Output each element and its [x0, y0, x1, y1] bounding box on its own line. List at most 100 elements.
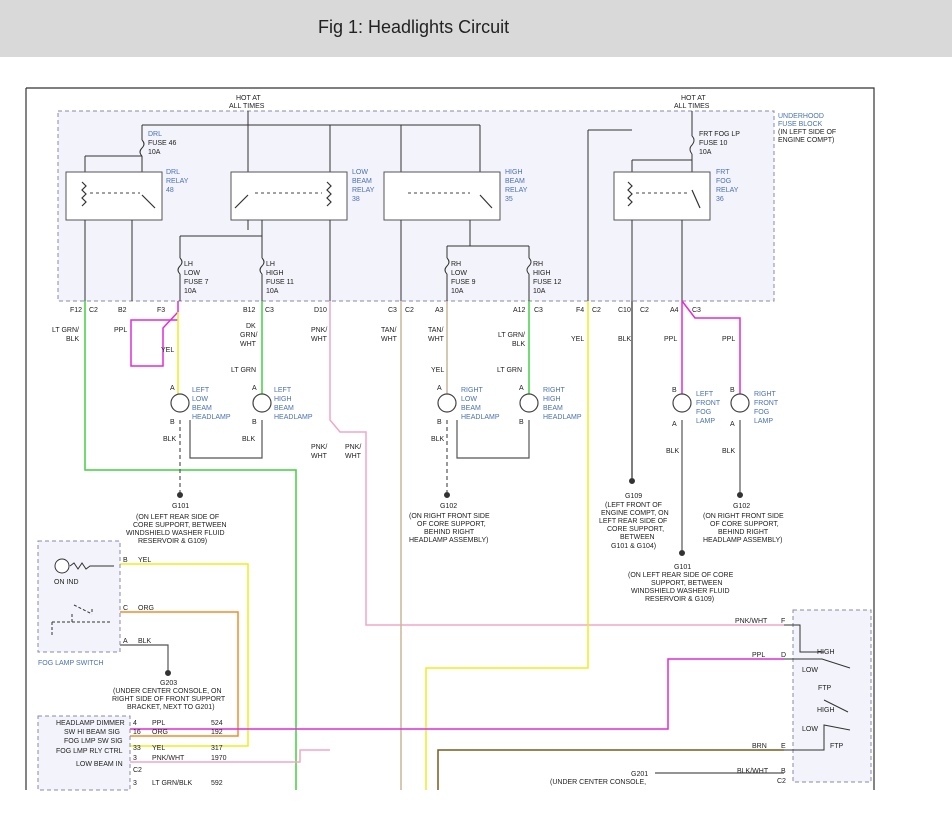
label-hot-right-2: ALL TIMES	[674, 103, 710, 110]
label-lamp-right-low-3: BEAM	[461, 405, 481, 412]
label-pa: A	[519, 385, 524, 392]
label-lh-high-fuse-1: LH	[266, 261, 275, 268]
label-w-pnk-mid-1: PNK/	[311, 444, 327, 451]
wire-yel-fog	[425, 301, 589, 790]
label-g101-a-3: CORE SUPPORT, BETWEEN	[133, 522, 227, 529]
fog-relay-coil	[627, 181, 633, 207]
label-pin-b2: B2	[118, 307, 127, 314]
label-rh-low-fuse-4: 10A	[451, 288, 464, 295]
label-bc-w3: YEL	[152, 745, 165, 752]
label-w-ltgrn-blk-1: LT GRN/	[52, 327, 79, 334]
label-g201-2: (UNDER CENTER CONSOLE,	[550, 779, 646, 786]
label-lamp-left-fog-3: FOG	[696, 409, 711, 416]
label-high-relay-1: HIGH	[505, 169, 523, 176]
ground-g102-right	[737, 492, 743, 498]
label-pb: B	[252, 419, 257, 426]
label-w-yel-1: YEL	[161, 347, 174, 354]
label-w-ppl-1: PPL	[114, 327, 127, 334]
headlamp-switch-block	[792, 609, 872, 783]
label-lh-low-fuse-2: LOW	[184, 270, 200, 277]
figure-title: Fig 1: Headlights Circuit	[318, 17, 510, 37]
label-pb: B	[672, 387, 677, 394]
label-lamp-right-fog-4: LAMP	[754, 418, 773, 425]
label-lamp-right-fog-3: FOG	[754, 409, 769, 416]
label-pa: A	[252, 385, 257, 392]
label-lamp-left-low-3: BEAM	[192, 405, 212, 412]
label-pa: A	[170, 385, 175, 392]
label-g102-b-4: BEHIND RIGHT	[718, 529, 769, 536]
label-g102-a-1: G102	[440, 503, 457, 510]
label-w-dk-grn-1: DK	[246, 323, 256, 330]
label-rh-high-fuse-3: FUSE 12	[533, 279, 562, 286]
wire-brn	[437, 749, 784, 790]
label-w-dk-grn-2: GRN/	[240, 332, 258, 339]
label-pin-f12: F12	[70, 307, 82, 314]
label-g203-1: G203	[160, 680, 177, 687]
label-fuse-block-2: FUSE BLOCK	[778, 121, 823, 128]
label-bc-w4: PNK/WHT	[152, 755, 185, 762]
label-rs-high1: HIGH	[817, 649, 835, 656]
label-w-blk-l4: BLK	[722, 448, 736, 455]
label-g101-a-2: (ON LEFT REAR SIDE OF	[136, 514, 219, 521]
label-frt-fog-fuse-1: FRT FOG LP	[699, 131, 740, 138]
label-rh-low-fuse-2: LOW	[451, 270, 467, 277]
label-g102-a-5: HEADLAMP ASSEMBLY)	[409, 537, 489, 544]
label-w-blk-r1: BLK	[431, 436, 445, 443]
label-pin-d10: D10	[314, 307, 327, 314]
label-lamp-right-low-2: LOW	[461, 396, 477, 403]
label-fog-relay-3: RELAY	[716, 187, 739, 194]
label-lamp-left-high-4: HEADLAMP	[274, 414, 313, 421]
label-g109-7: G101 & G104)	[611, 543, 656, 550]
label-fog-relay-2: FOG	[716, 178, 731, 185]
label-low-relay-4: 38	[352, 196, 360, 203]
label-g101-b-2: (ON LEFT REAR SIDE OF CORE	[628, 572, 734, 579]
label-g101-b-4: WINDSHIELD WASHER FLUID	[631, 588, 730, 595]
label-g102-a-2: (ON RIGHT FRONT SIDE	[409, 513, 490, 520]
wire-org-switch	[120, 611, 239, 737]
label-rs-pnk: PNK/WHT	[735, 618, 768, 625]
label-bc-c4: 1970	[211, 755, 227, 762]
wire-lt-grn-blk	[84, 301, 297, 790]
label-pin-c3d: C3	[692, 307, 701, 314]
label-pb: B	[519, 419, 524, 426]
label-pin-f4: F4	[576, 307, 584, 314]
label-hot-right-1: HOT AT	[681, 95, 706, 102]
label-rs-blkwht: BLK/WHT	[737, 768, 769, 775]
label-rh-high-fuse-2: HIGH	[533, 270, 551, 277]
label-sw-b: B	[123, 557, 128, 564]
label-high-relay-4: 35	[505, 196, 513, 203]
label-g102-b-2: (ON RIGHT FRONT SIDE	[703, 513, 784, 520]
label-w-pnk-mid-3: PNK/	[345, 444, 361, 451]
label-g109-3: ENGINE COMPT, ON	[601, 510, 669, 517]
lh-high-fuse-11	[259, 257, 265, 275]
label-sw-blk: BLK	[138, 638, 152, 645]
label-w-blk-1: BLK	[618, 336, 632, 343]
label-w-yel-3: YEL	[431, 367, 444, 374]
label-bc-3: FOG LMP SW SIG	[64, 738, 123, 745]
label-g109-2: (LEFT FRONT OF	[605, 502, 662, 509]
label-pin-a12: A12	[513, 307, 526, 314]
label-bc-1: HEADLAMP DIMMER	[56, 720, 125, 727]
wire-pnk-wht	[329, 301, 784, 626]
label-lamp-right-high-1: RIGHT	[543, 387, 566, 394]
ground-g102-left	[444, 492, 450, 498]
on-indicator-lamp	[54, 558, 70, 574]
label-g201-1: G201	[631, 771, 648, 778]
label-pin-c2c: C2	[592, 307, 601, 314]
label-pin-c2b: C2	[405, 307, 414, 314]
label-sw-org: ORG	[138, 605, 154, 612]
label-low-relay-3: RELAY	[352, 187, 375, 194]
label-fog-relay-1: FRT	[716, 169, 730, 176]
label-sw-a: A	[123, 638, 128, 645]
label-g109-1: G109	[625, 493, 642, 500]
frt-fog-relay	[613, 171, 711, 221]
label-bc-n4: 3	[133, 755, 137, 762]
label-rs-ftp2: FTP	[830, 743, 844, 750]
right-front-fog-lamp	[730, 393, 750, 413]
label-lh-high-fuse-4: 10A	[266, 288, 279, 295]
label-pin-c3b: C3	[388, 307, 397, 314]
label-g109-6: BETWEEN	[620, 534, 655, 541]
label-rs-b: B	[781, 768, 786, 775]
power-bus	[84, 111, 693, 301]
label-g203-2: (UNDER CENTER CONSOLE, ON	[113, 688, 222, 695]
